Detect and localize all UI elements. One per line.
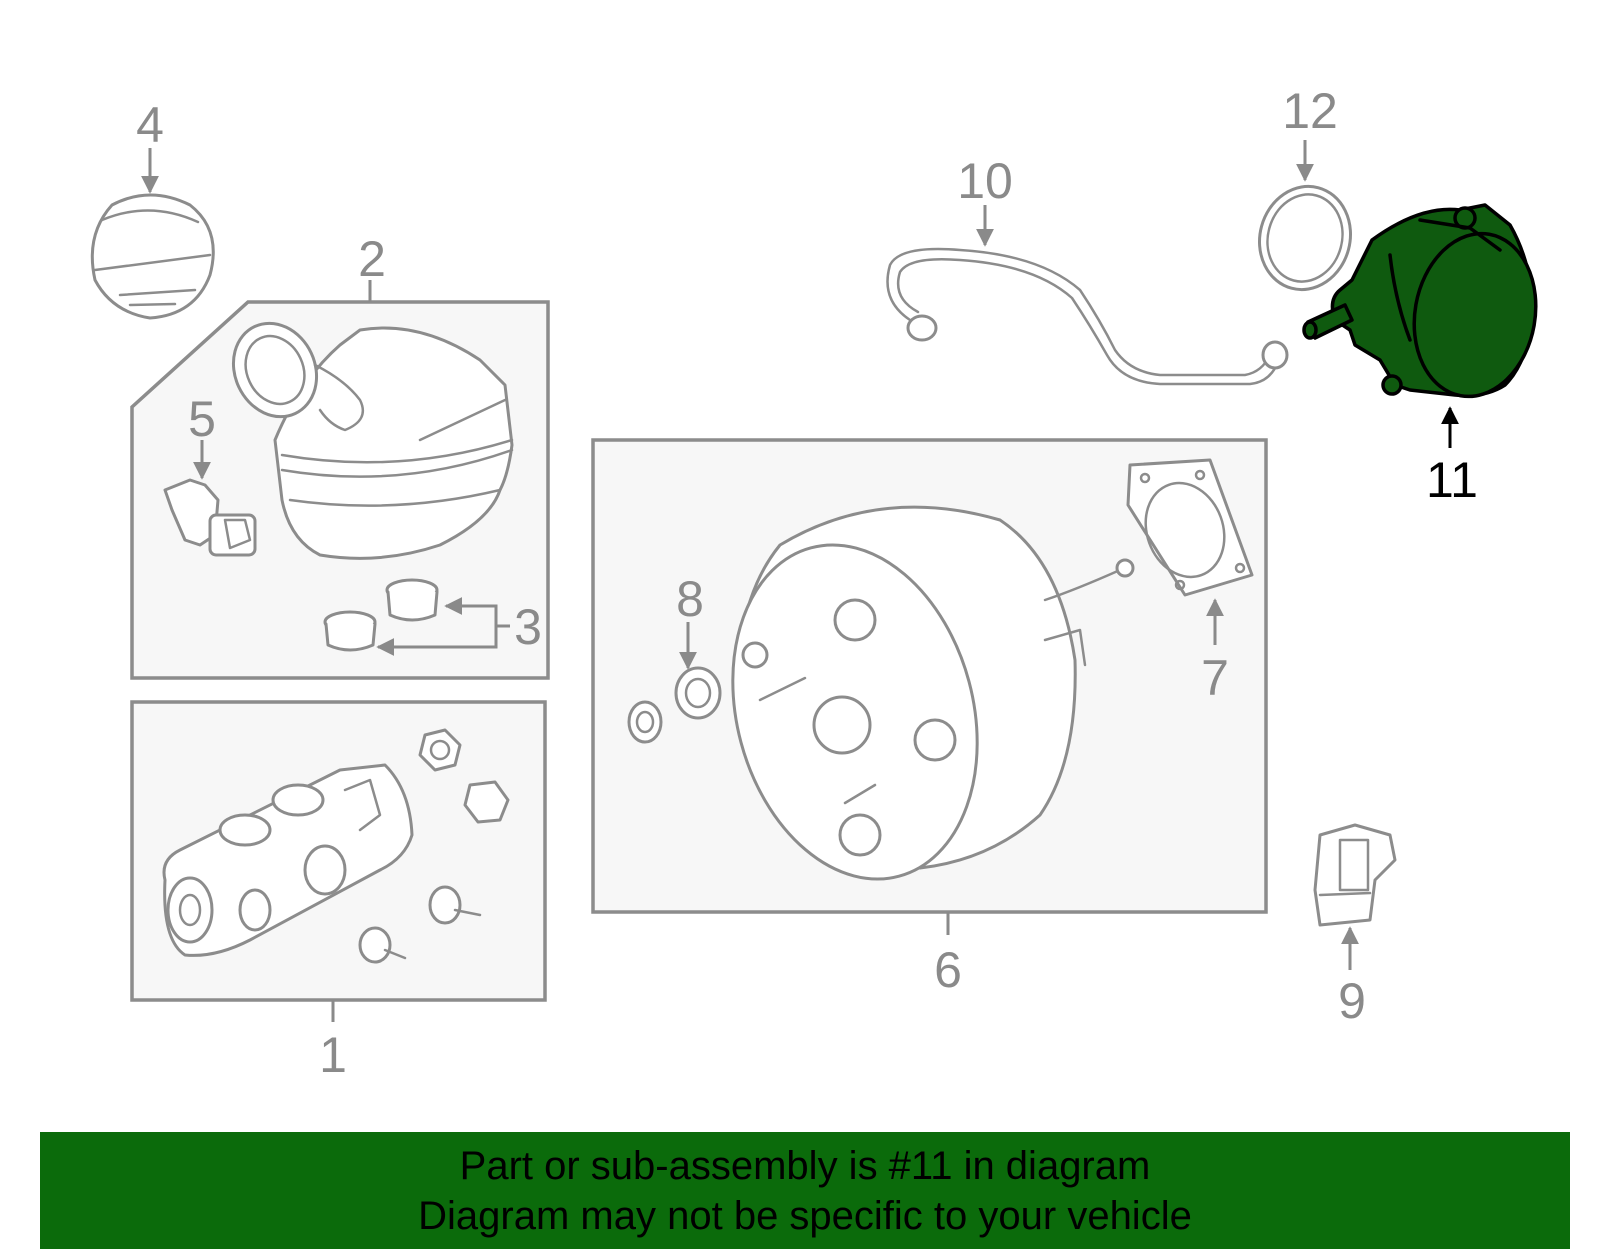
callout-1: 1 — [319, 1027, 347, 1083]
leader-3a — [444, 597, 498, 620]
banner-line-2: Diagram may not be specific to your vehi… — [418, 1193, 1192, 1238]
part-3-reservoir-grommets[interactable] — [323, 578, 439, 652]
part-1-hardware[interactable] — [358, 728, 510, 964]
callout-4: 4 — [136, 97, 164, 153]
callout-5: 5 — [188, 391, 216, 447]
callout-3: 3 — [514, 599, 542, 655]
banner-line-1: Part or sub-assembly is #11 in diagram — [459, 1143, 1151, 1188]
callout-12: 12 — [1282, 83, 1338, 139]
part-12-o-ring[interactable] — [1248, 176, 1362, 300]
callout-6: 6 — [934, 942, 962, 998]
info-banner: Part or sub-assembly is #11 in diagram D… — [40, 1132, 1570, 1249]
part-7-booster-gasket[interactable] — [1126, 458, 1254, 597]
part-1-master-cylinder[interactable] — [162, 763, 414, 957]
callout-11: 11 — [1426, 452, 1478, 508]
part-11-vacuum-pump[interactable] — [1302, 203, 1548, 406]
part-9-pressure-sensor[interactable] — [1313, 823, 1397, 927]
part-2-fluid-reservoir[interactable] — [218, 310, 514, 560]
callout-8: 8 — [676, 571, 704, 627]
leader-3b — [376, 620, 498, 656]
part-10-vacuum-hose[interactable] — [886, 247, 1289, 386]
part-8-grommets[interactable] — [627, 666, 722, 744]
callout-9: 9 — [1338, 973, 1366, 1029]
callout-7: 7 — [1201, 650, 1229, 706]
callout-10: 10 — [957, 153, 1013, 209]
part-5-level-sensor[interactable] — [163, 478, 257, 557]
callout-2: 2 — [358, 231, 386, 287]
part-4-reservoir-cap[interactable] — [90, 193, 215, 320]
part-6-brake-booster[interactable] — [697, 505, 1135, 907]
